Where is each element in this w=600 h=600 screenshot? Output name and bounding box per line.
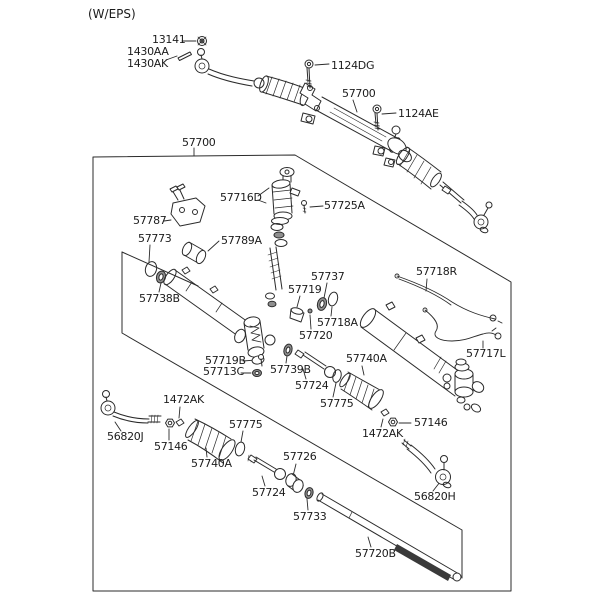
label-57740a-right: 57740A xyxy=(346,352,387,365)
label-57717l: 57717L xyxy=(466,347,506,360)
tie-rod-main-right-drawing xyxy=(439,181,493,234)
castle-nut-13141-drawing xyxy=(197,36,207,46)
washer-1472ak-left-drawing xyxy=(175,418,185,427)
label-57724-bottom: 57724 xyxy=(252,486,286,499)
label-57773: 57773 xyxy=(138,232,172,245)
label-56820h: 56820H xyxy=(414,490,456,503)
pin-1430-drawing xyxy=(177,51,192,61)
label-57718r: 57718R xyxy=(416,265,457,278)
pinion-shaft-stack-drawing xyxy=(265,223,288,308)
pin-57720-drawing xyxy=(307,308,313,314)
label-1124ae: 1124AE xyxy=(398,107,439,120)
rack-housing-right-drawing xyxy=(359,301,469,397)
band-57775-right-drawing xyxy=(332,369,342,383)
cap-57726-drawing xyxy=(285,473,304,493)
label-56820j: 56820J xyxy=(107,430,144,443)
label-57733: 57733 xyxy=(293,510,327,523)
label-57789a: 57789A xyxy=(221,234,262,247)
boot-57740a-right-drawing xyxy=(339,371,384,411)
label-57716d: 57716D xyxy=(220,191,262,204)
inner-tie-rod-57724-bottom-drawing xyxy=(247,454,286,480)
bracket-57787-drawing xyxy=(169,183,206,227)
ring-57739b-drawing xyxy=(283,343,293,357)
label-57787: 57787 xyxy=(133,214,167,227)
label-57700-box: 57700 xyxy=(182,136,216,149)
label-57738b: 57738B xyxy=(139,292,180,305)
yoke-plug-57719-drawing xyxy=(289,307,305,323)
label-57775-left: 57775 xyxy=(229,418,263,431)
boot-57740a-left-drawing xyxy=(185,418,236,464)
label-57713c: 57713C xyxy=(203,365,244,378)
washer-57713c-drawing xyxy=(252,369,262,377)
tie-rod-end-main-left-drawing xyxy=(194,48,265,89)
label-1430ak: 1430AK xyxy=(127,57,168,70)
label-57720: 57720 xyxy=(299,329,333,342)
label-57719b: 57719B xyxy=(205,354,246,367)
snap-ring-57718a-drawing xyxy=(327,291,339,307)
bolt-57725a-drawing xyxy=(301,200,307,214)
ring-57733-drawing xyxy=(304,487,314,499)
label-57146-right: 57146 xyxy=(414,416,448,429)
label-1430aa: 1430AA xyxy=(127,45,169,58)
valve-body-main-drawing xyxy=(372,125,412,168)
pinion-housing-right-drawing xyxy=(442,358,485,413)
label-57720b: 57720B xyxy=(355,547,396,560)
label-57739b: 57739B xyxy=(270,363,311,376)
label-57724-mid: 57724 xyxy=(295,379,329,392)
bellows-main-left-drawing xyxy=(259,75,311,107)
inner-tie-rod-57724-mid-drawing xyxy=(294,349,336,378)
tie-rod-end-56820j-drawing xyxy=(100,390,162,424)
label-57775-right: 57775 xyxy=(320,397,354,410)
label-1472ak-left: 1472AK xyxy=(163,393,204,406)
bolt-1124ae-drawing xyxy=(372,104,382,131)
label-13141: 13141 xyxy=(152,33,186,46)
exploded-view-box xyxy=(92,154,512,592)
label-w-eps: (W/EPS) xyxy=(88,7,136,21)
label-1124dg: 1124DG xyxy=(331,59,375,72)
band-57775-left-drawing xyxy=(234,441,246,457)
label-57737: 57737 xyxy=(311,270,345,283)
pinion-housing-left-drawing xyxy=(234,316,276,365)
rack-bar-57720b-drawing xyxy=(316,492,462,582)
label-57726: 57726 xyxy=(283,450,317,463)
washer-1472ak-right-drawing xyxy=(380,408,390,417)
screw-57719b-drawing xyxy=(258,354,264,367)
oring-57773-drawing xyxy=(144,261,158,277)
rack-housing-left-drawing xyxy=(163,266,249,337)
pressure-pipe-57717l-drawing xyxy=(422,307,502,342)
label-57718a: 57718A xyxy=(317,316,358,329)
nut-57146-left-drawing xyxy=(165,418,175,428)
label-57700-top: 57700 xyxy=(342,87,376,100)
label-57146-left: 57146 xyxy=(154,440,188,453)
label-1472ak-right: 1472AK xyxy=(362,427,403,440)
tie-rod-end-56820h-drawing xyxy=(401,438,452,489)
bolt-1124dg-drawing xyxy=(304,59,314,89)
label-57719: 57719 xyxy=(288,283,322,296)
bushing-57789a-drawing xyxy=(181,241,207,265)
gear-housing-tube-main-drawing xyxy=(313,96,401,153)
mount-bracket-left-main-drawing xyxy=(299,82,322,125)
label-57725a: 57725A xyxy=(324,199,365,212)
label-57740a-left: 57740A xyxy=(191,457,232,470)
pressure-pipe-57718r-drawing xyxy=(394,273,503,324)
nut-57146-right-drawing xyxy=(388,417,398,427)
ring-57738b-drawing xyxy=(155,270,167,284)
bellows-main-right-drawing xyxy=(395,146,442,190)
ring-57737-drawing xyxy=(316,297,328,311)
valve-assembly-57716d-drawing xyxy=(271,167,301,225)
